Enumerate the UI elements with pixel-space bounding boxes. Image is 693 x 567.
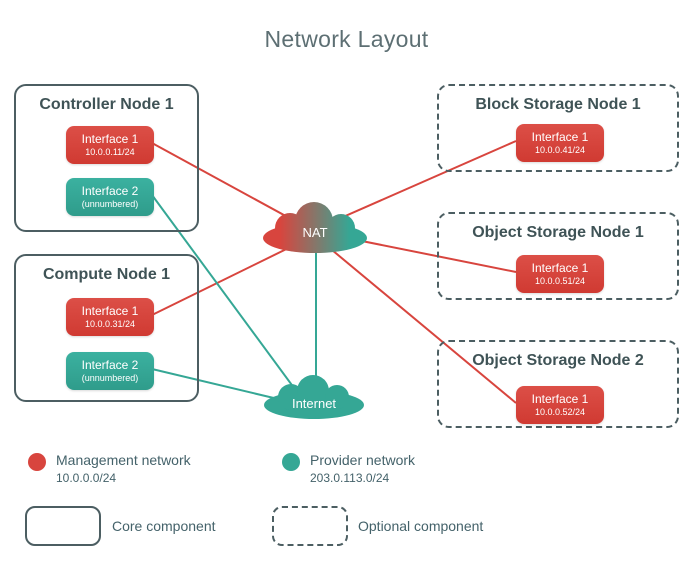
interface-address: 10.0.0.51/24 [534, 276, 586, 286]
legend-label: Management network [56, 452, 191, 468]
interface-address: 10.0.0.31/24 [84, 319, 136, 329]
controller-interface-2-chip: Interface 2 (unnumbered) [66, 178, 154, 216]
interface-label: Interface 2 [81, 184, 139, 198]
node-block-storage-1: Block Storage Node 1 Interface 1 10.0.0.… [437, 84, 679, 172]
node-compute: Compute Node 1 Interface 1 10.0.0.31/24 … [14, 254, 199, 402]
node-title: Compute Node 1 [42, 266, 171, 283]
management-network-dot [28, 453, 46, 471]
interface-address: 10.0.0.11/24 [85, 147, 135, 157]
interface-address: (unnumbered) [81, 199, 139, 209]
interface-address: 10.0.0.41/24 [534, 145, 586, 155]
interface-label: Interface 1 [531, 261, 589, 275]
legend-cidr: 203.0.113.0/24 [310, 471, 390, 485]
page-title: Network Layout [264, 26, 429, 52]
provider-links [151, 194, 317, 400]
nat-cloud: NAT [263, 202, 367, 253]
core-component-shape [25, 506, 101, 546]
interface-address: (unnumbered) [81, 373, 139, 383]
legend-text: Management network 10.0.0.0/24 [56, 452, 191, 485]
link-nat-object2-if1 [319, 239, 517, 404]
legend-text: Provider network 203.0.113.0/24 [310, 452, 415, 485]
link-compute-if2-internet [151, 368, 279, 400]
object-storage-1-interface-1-chip: Interface 1 10.0.0.51/24 [516, 255, 604, 293]
block-storage-1-interface-1-chip: Interface 1 10.0.0.41/24 [516, 124, 604, 162]
interface-label: Interface 1 [531, 130, 589, 144]
provider-network-dot [282, 453, 300, 471]
legend-provider-network: Provider network 203.0.113.0/24 [282, 452, 415, 485]
node-title: Object Storage Node 2 [472, 352, 644, 369]
nat-cloud-label: NAT [302, 225, 327, 240]
internet-cloud: Internet [264, 375, 364, 419]
controller-interface-1-chip: Interface 1 10.0.0.11/24 [66, 126, 154, 164]
node-title: Block Storage Node 1 [475, 96, 641, 113]
node-controller: Controller Node 1 Interface 1 10.0.0.11/… [14, 84, 199, 232]
compute-interface-2-chip: Interface 2 (unnumbered) [66, 352, 154, 390]
interface-label: Interface 2 [81, 358, 139, 372]
interface-label: Interface 1 [531, 392, 589, 406]
link-controller-if2-internet [151, 194, 298, 393]
interface-label: Interface 1 [81, 304, 139, 318]
interface-label: Interface 1 [81, 132, 139, 146]
optional-component-shape [272, 506, 348, 546]
legend-label: Provider network [310, 452, 416, 468]
object-storage-2-interface-1-chip: Interface 1 10.0.0.52/24 [516, 386, 604, 424]
legend-cidr: 10.0.0.0/24 [56, 471, 117, 485]
compute-interface-1-chip: Interface 1 10.0.0.31/24 [66, 298, 154, 336]
internet-cloud-label: Internet [292, 396, 336, 411]
node-object-storage-2: Object Storage Node 2 Interface 1 10.0.0… [437, 340, 679, 428]
legend-management-network: Management network 10.0.0.0/24 [28, 452, 191, 485]
node-object-storage-1: Object Storage Node 1 Interface 1 10.0.0… [437, 212, 679, 300]
node-title: Object Storage Node 1 [472, 224, 644, 241]
node-title: Controller Node 1 [39, 96, 174, 113]
core-component-label: Core component [112, 518, 216, 534]
interface-address: 10.0.0.52/24 [534, 407, 586, 417]
optional-component-label: Optional component [358, 518, 484, 534]
link-nat-block1-if1 [317, 140, 517, 229]
